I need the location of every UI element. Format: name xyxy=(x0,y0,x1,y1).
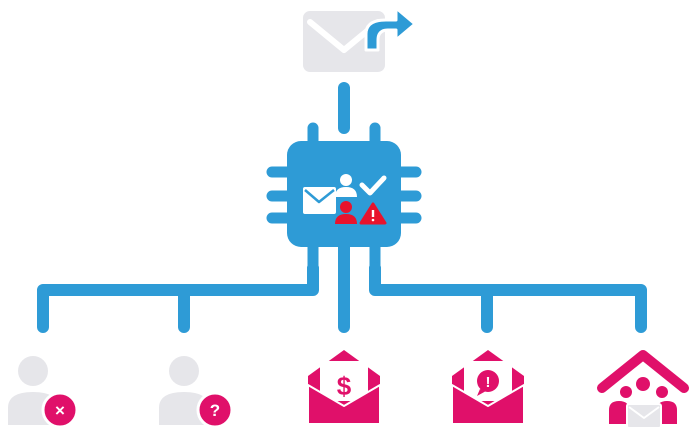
unknown-badge-text: ? xyxy=(210,401,220,420)
forwarded-email-icon xyxy=(303,6,417,72)
user-rejected-icon: × xyxy=(8,356,79,429)
family-home-email-icon xyxy=(597,350,689,429)
user-icon xyxy=(335,174,357,197)
payment-badge-text: $ xyxy=(337,371,352,401)
envelope-icon xyxy=(303,187,336,214)
checkmark-icon xyxy=(359,175,387,196)
payment-email-icon: $ xyxy=(307,350,381,425)
warning-icon xyxy=(359,202,387,225)
rejected-badge-text: × xyxy=(55,401,65,420)
distribution-tree xyxy=(37,241,647,333)
user-unknown-icon: ? xyxy=(159,356,234,429)
user-alert-icon xyxy=(335,201,357,224)
alert-email-icon: ! xyxy=(451,350,525,425)
alert-badge-text: ! xyxy=(486,374,491,391)
